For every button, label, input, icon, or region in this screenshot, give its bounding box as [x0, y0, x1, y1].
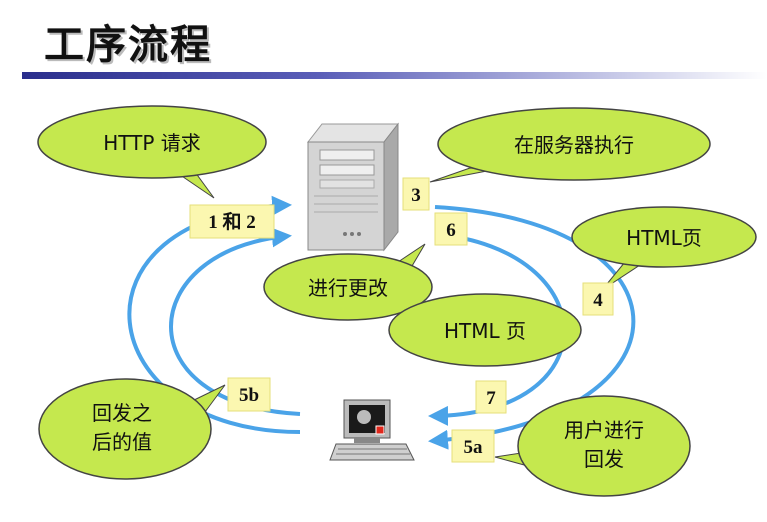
- bubble-postback-value-line1: 回发之: [92, 401, 152, 425]
- step-tag-4-text: 4: [593, 290, 603, 311]
- bubble-make-changes-text: 进行更改: [308, 276, 388, 300]
- step-tag-7-text: 7: [486, 388, 496, 409]
- step-tag-7: 7: [475, 380, 507, 414]
- step-tag-6-text: 6: [446, 220, 456, 241]
- bubble-postback-value: 回发之 后的值: [38, 378, 226, 480]
- bubble-execute-on-server-text: 在服务器执行: [514, 133, 634, 157]
- bubble-http-request: HTTP 请求: [37, 105, 267, 199]
- bubble-http-request-text: HTTP 请求: [103, 131, 201, 155]
- computer-monitor-icon: [329, 399, 415, 461]
- step-tag-5b: 5b: [227, 377, 271, 412]
- step-tag-5a: 5a: [451, 429, 495, 463]
- step-tag-1-2: 1 和 2: [189, 204, 275, 239]
- bubble-html-page-center-text: HTML 页: [444, 319, 526, 343]
- step-tag-1-2-text: 1 和 2: [208, 210, 256, 233]
- bubble-execute-on-server: 在服务器执行: [429, 107, 711, 183]
- bubble-user-postback: 用户进行 回发: [494, 395, 691, 497]
- bubble-postback-value-line2: 后的值: [92, 430, 152, 454]
- bubble-user-postback-line1: 用户进行: [564, 418, 644, 442]
- title-underline: [22, 72, 767, 79]
- bubble-make-changes: 进行更改: [263, 243, 433, 321]
- page-title: 工序流程: [44, 22, 212, 68]
- bubble-user-postback-line2: 回发: [584, 447, 624, 471]
- step-tag-5b-text: 5b: [239, 385, 259, 406]
- server-tower-icon: [306, 122, 400, 252]
- bubble-html-page-right: HTML页: [571, 206, 757, 291]
- bubble-html-page-center: HTML 页: [388, 293, 582, 367]
- step-tag-3: 3: [402, 177, 430, 211]
- step-tag-4: 4: [582, 282, 614, 316]
- step-tag-6: 6: [434, 212, 468, 246]
- step-tag-3-text: 3: [411, 185, 421, 206]
- bubble-html-page-right-text: HTML页: [626, 226, 702, 250]
- step-tag-5a-text: 5a: [464, 437, 484, 458]
